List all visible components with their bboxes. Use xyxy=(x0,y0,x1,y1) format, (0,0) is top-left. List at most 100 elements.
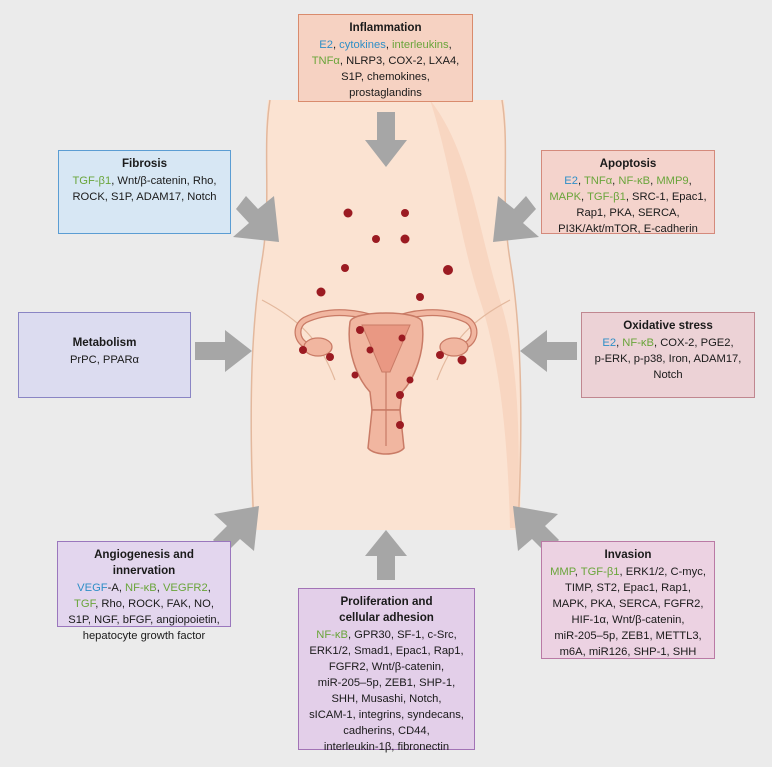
box-lines: NF-κB, GPR30, SF-1, c-Src,ERK1/2, Smad1,… xyxy=(303,627,470,755)
highlighted-term: MMP xyxy=(550,566,575,578)
box-lines: E2, NF-κB, COX-2, PGE2, p-ERK, p-p38, Iro… xyxy=(586,335,750,383)
term-text: , xyxy=(156,582,163,594)
left-ovary xyxy=(303,337,333,357)
box-line: E2, TNFα, NF-κB, MMP9, xyxy=(546,173,710,189)
term-text: prostaglandins xyxy=(349,87,422,99)
body-right-waist xyxy=(501,99,522,529)
box-line: m6A, miR126, SHP-1, SHH xyxy=(546,644,710,660)
term-text: , xyxy=(616,337,623,349)
box-line: SHH, Musashi, Notch, xyxy=(303,691,470,707)
highlighted-term: TNFα xyxy=(311,55,340,67)
box-title: Angiogenesis and innervation xyxy=(94,548,194,577)
highlighted-term: TGF-β1 xyxy=(72,175,112,187)
lesion xyxy=(299,346,307,354)
box-title: Apoptosis xyxy=(599,157,657,170)
box-line: MAPK, TGF-β1, SRC-1, Epac1, xyxy=(546,189,710,205)
highlighted-term: NF-κB xyxy=(622,337,654,349)
lesion xyxy=(343,208,353,218)
highlighted-term: interleukins xyxy=(392,39,449,51)
box-title: Oxidative stress xyxy=(623,319,713,332)
metabolism-box: Metabolism PrPC, PPARα xyxy=(18,312,191,398)
lesion xyxy=(366,346,374,354)
box-line: E2, NF-κB, COX-2, PGE2, xyxy=(586,335,750,351)
box-lines: PrPC, PPARα xyxy=(23,352,186,368)
term-text: , COX-2, PGE2, xyxy=(654,337,734,349)
box-title-line: Proliferation and xyxy=(340,595,433,608)
box-title-line: cellular adhesion xyxy=(339,611,434,624)
box-line: MMP, TGF-β1, ERK1/2, C-myc, xyxy=(546,564,710,580)
box-title: Fibrosis xyxy=(121,157,168,170)
lesion xyxy=(326,353,334,361)
box-lines: VEGF-A, NF-κB, VEGFR2,TGF, Rho, ROCK, FA… xyxy=(62,580,226,644)
term-text: , Wnt/β-catenin, Rho, xyxy=(111,175,217,187)
lesion xyxy=(316,287,326,297)
term-text: S1P, NGF, bFGF, angiopoietin, xyxy=(68,614,220,626)
uterus xyxy=(294,309,478,455)
term-text: hepatocyte growth factor xyxy=(82,630,206,642)
uterine-cavity xyxy=(361,324,411,373)
highlighted-term: VEGF xyxy=(77,582,108,594)
term-text: , xyxy=(207,582,211,594)
lesion xyxy=(436,351,444,359)
term-text: , xyxy=(448,39,452,51)
box-line: VEGF-A, NF-κB, VEGFR2, xyxy=(62,580,226,596)
invasion-box: Invasion MMP, TGF-β1, ERK1/2, C-myc,TIMP… xyxy=(541,541,715,659)
proliferation-box: Proliferation and cellular adhesion NF-κ… xyxy=(298,588,475,753)
term-text: , xyxy=(577,175,584,187)
term-text: , xyxy=(612,175,619,187)
box-line: ROCK, S1P, ADAM17, Notch xyxy=(63,189,226,205)
term-text: , xyxy=(581,191,588,203)
box-title: Inflammation xyxy=(349,21,422,34)
box-line: TNFα, NLRP3, COX-2, LXA4, xyxy=(303,53,468,69)
box-line: miR-205–5p, ZEB1, METTL3, xyxy=(546,628,710,644)
highlighted-term: NF-κB xyxy=(618,175,651,187)
term-text: , xyxy=(650,175,657,187)
box-lines: TGF-β1, Wnt/β-catenin, Rho, ROCK, S1P, AD… xyxy=(63,173,226,205)
lesion xyxy=(396,421,404,429)
box-line: S1P, NGF, bFGF, angiopoietin, xyxy=(62,612,226,628)
highlighted-term: TGF-β1 xyxy=(580,566,620,578)
box-line: Rap1, PKA, SERCA, xyxy=(546,205,710,221)
highlighted-term: cytokines xyxy=(339,39,386,51)
highlighted-term: E2 xyxy=(602,337,617,349)
box-line: miR-205–5p, ZEB1, SHP-1, xyxy=(303,675,470,691)
term-text: p-ERK, p-p38, Iron, ADAM17, xyxy=(594,353,742,365)
box-line: sICAM-1, integrins, syndecans, xyxy=(303,707,470,723)
body-left-hip-line xyxy=(261,299,336,381)
term-text: FGFR2, Wnt/β-catenin, xyxy=(328,661,445,673)
box-line: p-ERK, p-p38, Iron, ADAM17, xyxy=(586,351,750,367)
body-right-shade xyxy=(430,100,519,528)
term-text: -A, xyxy=(107,582,126,594)
box-line: interleukin-1β, fibronectin xyxy=(303,739,470,755)
box-line: prostaglandins xyxy=(303,85,468,101)
term-text: HIF-1α, Wnt/β-catenin, xyxy=(571,614,685,626)
box-line: Notch xyxy=(586,367,750,383)
term-text: miR-205–5p, ZEB1, SHP-1, xyxy=(317,677,456,689)
box-line: S1P, chemokines, xyxy=(303,69,468,85)
term-text: Rap1, PKA, SERCA, xyxy=(576,207,680,219)
lesion xyxy=(406,376,414,384)
term-text: , NLRP3, COX-2, LXA4, xyxy=(339,55,460,67)
box-line: cadherins, CD44, xyxy=(303,723,470,739)
angiogenesis-box: Angiogenesis and innervation VEGF-A, NF-… xyxy=(57,541,231,642)
term-text: S1P, chemokines, xyxy=(341,71,430,83)
lesion xyxy=(396,391,404,399)
term-text: sICAM-1, integrins, syndecans, xyxy=(309,709,464,721)
term-text: , xyxy=(574,566,581,578)
term-text: TIMP, ST2, Epac1, Rap1, xyxy=(564,582,692,594)
box-title: Proliferation and cellular adhesion xyxy=(303,594,470,626)
arrow-apoptosis xyxy=(493,196,539,242)
lesion xyxy=(341,264,349,272)
lesion xyxy=(401,209,409,217)
highlighted-term: MAPK xyxy=(549,191,582,203)
box-line: PrPC, PPARα xyxy=(23,352,186,368)
box-title: Metabolism xyxy=(72,336,137,349)
lesion xyxy=(351,371,359,379)
arrow-fibrosis xyxy=(233,196,279,242)
term-text: ROCK, S1P, ADAM17, Notch xyxy=(72,191,217,203)
box-lines: MMP, TGF-β1, ERK1/2, C-myc, TIMP, ST2, Ep… xyxy=(546,564,710,660)
term-text: , ERK1/2, C-myc, xyxy=(619,566,706,578)
highlighted-term: NF-κB xyxy=(316,629,348,641)
lesion xyxy=(416,293,424,301)
